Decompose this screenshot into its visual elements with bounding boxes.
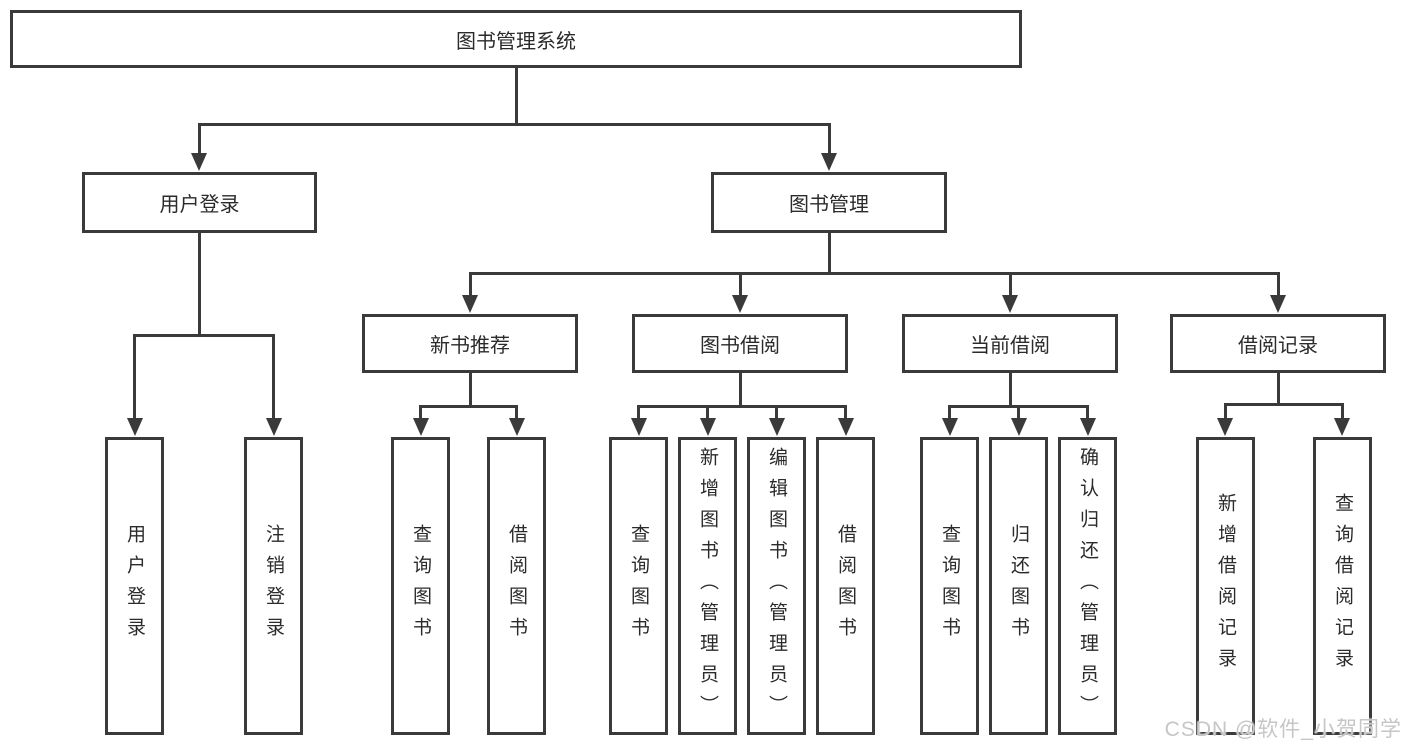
connector-vline: [514, 68, 518, 124]
connector-vline: [1008, 373, 1012, 406]
connector-vline: [1008, 273, 1012, 299]
node-label: 查询图书: [628, 524, 649, 648]
node-label: 新增图书（管理员）: [697, 446, 718, 726]
connector-vline: [1017, 406, 1020, 422]
node-label: 用户登录: [124, 524, 145, 648]
node-label: 图书管理: [789, 194, 869, 216]
node-label: 新书推荐: [430, 335, 510, 357]
node-user-login: 用户登录: [82, 172, 317, 233]
connector-vline: [133, 335, 136, 422]
node-library-management-system: 图书管理系统: [10, 10, 1022, 68]
node-label: 图书管理系统: [456, 30, 576, 53]
connector-vline: [1086, 406, 1089, 422]
leaf-borrow-books: 借阅图书: [816, 437, 875, 735]
leaf-add-books-admin: 新增图书（管理员）: [678, 437, 737, 735]
connector-hline: [468, 271, 1280, 275]
leaf-return-books: 归还图书: [989, 437, 1048, 735]
node-label: 查询图书: [939, 524, 960, 648]
connector-hline: [419, 404, 518, 408]
connector-hline: [1223, 402, 1344, 406]
connector-vline: [1223, 404, 1227, 422]
arrowhead-icon: [941, 418, 958, 436]
node-label: 编辑图书（管理员）: [766, 446, 787, 726]
arrowhead-icon: [265, 418, 282, 436]
node-label: 借阅记录: [1238, 335, 1318, 357]
arrowhead-icon: [1334, 418, 1350, 436]
connector-vline: [1340, 404, 1344, 422]
leaf-query-books-current: 查询图书: [920, 437, 979, 735]
connector-vline: [637, 406, 640, 422]
arrowhead-icon: [462, 295, 478, 313]
arrowhead-icon: [1217, 418, 1233, 436]
connector-vline: [272, 335, 275, 422]
node-label: 借阅图书: [506, 524, 527, 648]
connector-vline: [468, 273, 472, 299]
connector-vline: [827, 124, 831, 157]
arrowhead-icon: [768, 418, 785, 436]
leaf-confirm-return-admin: 确认归还（管理员）: [1058, 437, 1117, 735]
arrowhead-icon: [1079, 418, 1096, 436]
connector-vline: [827, 233, 831, 273]
connector-vline: [948, 406, 951, 422]
leaf-user-login: 用户登录: [105, 437, 164, 735]
connector-vline: [419, 406, 422, 422]
arrowhead-icon: [630, 418, 647, 436]
arrowhead-icon: [412, 418, 429, 436]
leaf-query-borrow-record: 查询借阅记录: [1313, 437, 1372, 735]
arrowhead-icon: [821, 153, 837, 171]
node-book-management: 图书管理: [711, 172, 947, 233]
node-current-borrowing: 当前借阅: [902, 314, 1118, 373]
connector-vline: [197, 124, 201, 157]
node-label: 注销登录: [263, 524, 284, 648]
connector-vline: [738, 273, 742, 299]
csdn-watermark: CSDN @软件_小贺同学: [1164, 718, 1402, 741]
connector-hline: [197, 122, 831, 126]
connector-vline: [738, 373, 742, 406]
node-label: 图书借阅: [700, 335, 780, 357]
node-label: 借阅图书: [835, 524, 856, 648]
leaf-borrow-books-recommend: 借阅图书: [487, 437, 546, 735]
connector-vline: [775, 406, 778, 422]
node-book-borrowing: 图书借阅: [632, 314, 848, 373]
arrowhead-icon: [1010, 418, 1027, 436]
arrowhead-icon: [699, 418, 716, 436]
connector-vline: [706, 406, 709, 422]
connector-vline: [515, 406, 518, 422]
arrowhead-icon: [1002, 295, 1018, 313]
arrowhead-icon: [191, 153, 207, 171]
arrowhead-icon: [126, 418, 143, 436]
leaf-logout: 注销登录: [244, 437, 303, 735]
arrowhead-icon: [1270, 295, 1286, 313]
arrowhead-icon: [837, 418, 854, 436]
leaf-edit-books-admin: 编辑图书（管理员）: [747, 437, 806, 735]
node-label: 查询图书: [410, 524, 431, 648]
connector-hline: [637, 404, 847, 408]
leaf-query-books-recommend: 查询图书: [391, 437, 450, 735]
connector-vline: [197, 233, 201, 335]
connector-vline: [844, 406, 847, 422]
leaf-add-borrow-record: 新增借阅记录: [1196, 437, 1255, 735]
node-borrowing-records: 借阅记录: [1170, 314, 1386, 373]
connector-vline: [468, 373, 472, 406]
node-label: 确认归还（管理员）: [1077, 446, 1098, 726]
connector-vline: [1276, 273, 1280, 299]
connector-vline: [1276, 373, 1280, 404]
leaf-query-books-borrow: 查询图书: [609, 437, 668, 735]
node-label: 用户登录: [159, 194, 240, 216]
node-label: 新增借阅记录: [1215, 493, 1236, 679]
arrowhead-icon: [732, 295, 748, 313]
node-label: 归还图书: [1008, 524, 1029, 648]
arrowhead-icon: [508, 418, 525, 436]
connector-hline: [133, 333, 275, 337]
node-label: 当前借阅: [970, 335, 1050, 357]
node-new-book-recommendation: 新书推荐: [362, 314, 578, 373]
node-label: 查询借阅记录: [1332, 493, 1353, 679]
